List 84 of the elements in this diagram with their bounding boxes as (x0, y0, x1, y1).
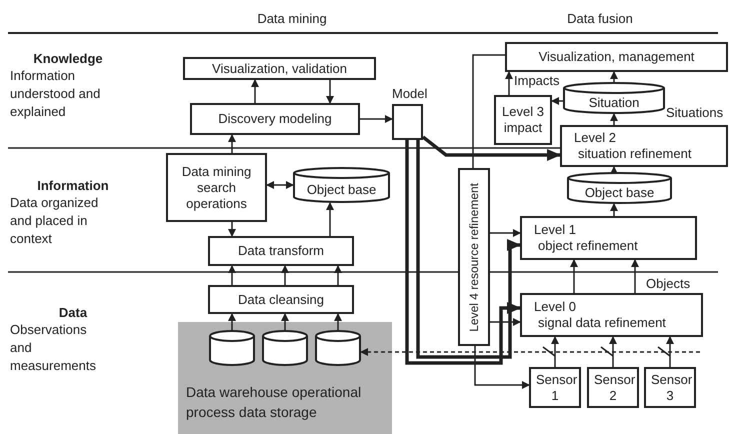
cylinder (262, 330, 308, 366)
process-box (392, 104, 423, 140)
process-box (494, 95, 552, 145)
node-text: Level 0 (534, 299, 577, 315)
vertical-box (458, 168, 490, 346)
process-box (190, 103, 360, 135)
node-text: Discovery modeling (217, 111, 333, 127)
process-box (208, 285, 354, 314)
node-text: Data warehouse operational process data storage (186, 383, 362, 422)
node-text: object refinement (537, 238, 639, 254)
dashed-arrow (360, 348, 700, 356)
process-box (520, 293, 703, 337)
node-text: Object base (306, 182, 378, 198)
process-box (529, 367, 581, 408)
arrow (610, 203, 618, 216)
node-caption: Model (392, 86, 428, 102)
arrow (251, 79, 259, 103)
row-heading: Information (36, 177, 110, 195)
flow-label: Objects (646, 276, 690, 291)
arrow (228, 313, 236, 330)
arrow (334, 313, 342, 330)
arrow (326, 202, 334, 236)
process-box (520, 216, 697, 260)
arrow (609, 336, 617, 367)
process-box (166, 153, 267, 222)
arrow (490, 229, 521, 237)
cylinder (209, 330, 255, 366)
arrow (360, 115, 393, 123)
arrow (490, 318, 521, 326)
node-text: Level 1 (534, 222, 577, 238)
process-box (587, 367, 639, 408)
node-text: Level 4 resource refinement (466, 182, 482, 332)
node-text: Situation (588, 94, 640, 110)
flow-label: Situations (666, 105, 724, 120)
node-text: Visualization, management (538, 49, 696, 65)
arrow (551, 97, 563, 105)
row-description: Data organized and placed in context (10, 194, 100, 248)
node-text: Visualization, validation (211, 60, 348, 76)
flow-label: Impacts (514, 73, 560, 88)
arrow (266, 181, 294, 189)
process-box (208, 236, 354, 266)
process-box (183, 57, 376, 80)
column-heading: Data mining (256, 10, 328, 28)
storage-area (178, 322, 392, 434)
arrow (228, 265, 236, 285)
process-box (505, 42, 728, 72)
arrow (422, 136, 561, 161)
arrow (610, 166, 618, 174)
arrow (570, 259, 578, 293)
arrow (281, 265, 289, 285)
process-box (644, 367, 696, 408)
row-heading: Data (58, 304, 88, 322)
arrow (551, 336, 559, 367)
cylinder (315, 330, 361, 366)
arrow (474, 346, 530, 389)
row-description: Information understood and explained (10, 67, 102, 121)
node-text: Data cleansing (237, 292, 325, 308)
arrow (228, 134, 236, 153)
arrow (334, 265, 342, 285)
arrow (505, 71, 513, 95)
arrow (228, 222, 236, 237)
arrow (631, 259, 639, 293)
node-text: signal data refinement (537, 315, 667, 331)
cylinder (563, 82, 665, 114)
node-text: Sensor 1 (535, 372, 578, 404)
arrow (666, 336, 674, 367)
arrow (281, 313, 289, 330)
arrow (326, 80, 334, 104)
node-text: Sensor 3 (650, 372, 693, 404)
node-text: Level 3 impact (501, 104, 545, 136)
cylinder (293, 167, 390, 203)
row-description: Observations and measurements (10, 321, 97, 375)
node-text: Data mining search operations (180, 164, 252, 212)
cylinder (567, 172, 672, 204)
arrow (610, 113, 618, 125)
row-heading: Knowledge (32, 50, 104, 68)
node-text: Data transform (237, 243, 325, 259)
node-text: situation refinement (577, 146, 692, 162)
node-text: Object base (584, 184, 656, 200)
process-box (560, 125, 728, 167)
arrow (610, 71, 618, 82)
node-text: Level 2 (574, 130, 617, 146)
node-text: Sensor 2 (593, 372, 636, 404)
column-heading: Data fusion (566, 10, 634, 28)
